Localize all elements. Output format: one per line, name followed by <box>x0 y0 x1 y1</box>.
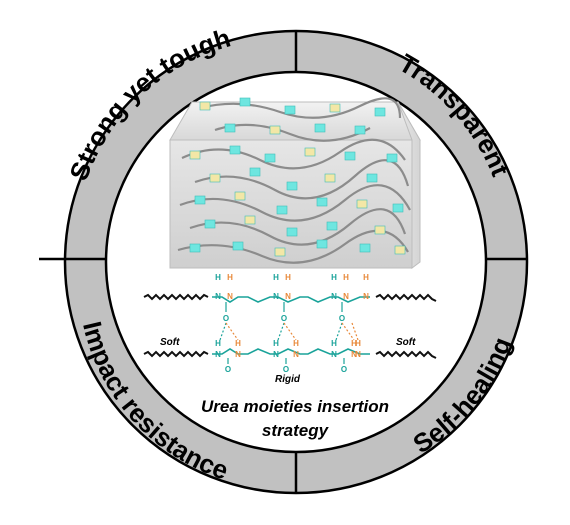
soft-chain-top-left <box>143 293 209 301</box>
urea-segment <box>204 219 216 229</box>
urea-segment <box>314 123 326 133</box>
urea-segment <box>374 225 386 235</box>
urea-segment <box>359 243 371 253</box>
atom-h: H <box>285 273 291 282</box>
atom-n: N <box>351 350 357 359</box>
hydrogen-bond <box>277 322 285 341</box>
urea-segment <box>229 145 241 155</box>
atom-h: H <box>215 339 221 348</box>
urea-segment <box>286 181 298 191</box>
urea-segment <box>199 101 211 111</box>
soft-chain-top-right <box>375 293 437 302</box>
urea-segment <box>224 123 236 133</box>
rigid-chain-bottom <box>212 348 370 355</box>
urea-segment <box>394 245 406 255</box>
urea-segment <box>326 221 338 231</box>
atom-o: O <box>225 365 231 374</box>
atom-h: H <box>331 273 337 282</box>
atom-h: H <box>273 339 279 348</box>
block-front-face <box>169 139 413 269</box>
atom-o: O <box>283 365 289 374</box>
atom-h: H <box>351 339 357 348</box>
atom-n: N <box>273 292 279 301</box>
atom-h: H <box>215 273 221 282</box>
hydrogen-bond <box>335 322 343 341</box>
atom-h: H <box>293 339 299 348</box>
urea-segment <box>324 173 336 183</box>
atom-o: O <box>341 365 347 374</box>
atom-n: N <box>293 350 299 359</box>
atom-n: N <box>363 292 369 301</box>
hydrogen-bond <box>351 322 359 341</box>
block-side-face <box>397 101 421 269</box>
atom-n: N <box>227 292 233 301</box>
urea-segment <box>344 151 356 161</box>
urea-segment <box>189 150 201 160</box>
urea-segment <box>304 147 316 157</box>
atom-n: N <box>331 292 337 301</box>
atom-o: O <box>223 314 229 323</box>
atom-h: H <box>227 273 233 282</box>
atom-n: N <box>355 350 361 359</box>
soft-chain-bottom-right <box>375 350 437 359</box>
caption-line-1: Urea moieties insertion <box>201 397 389 416</box>
urea-segment <box>194 195 206 205</box>
atom-n: N <box>215 292 221 301</box>
atom-h: H <box>363 273 369 282</box>
hydrogen-bond <box>283 322 297 341</box>
urea-segment <box>284 105 296 115</box>
atom-o: O <box>339 314 345 323</box>
urea-segment <box>274 247 286 257</box>
hydrogen-bond <box>225 322 239 341</box>
label-rigid: Rigid <box>275 374 301 385</box>
hydrogen-bond <box>219 322 227 341</box>
urea-segment <box>329 103 341 113</box>
atom-h: H <box>331 339 337 348</box>
urea-segment <box>234 191 246 201</box>
atom-h: H <box>355 339 361 348</box>
urea-segment <box>316 197 328 207</box>
urea-segment <box>209 173 221 183</box>
urea-segment <box>356 199 368 209</box>
atom-n: N <box>285 292 291 301</box>
urea-segment <box>244 215 256 225</box>
atom-n: N <box>343 292 349 301</box>
urea-segment <box>232 241 244 251</box>
urea-segment <box>269 125 281 135</box>
label-soft-left: Soft <box>160 337 180 348</box>
rigid-chain-top <box>212 296 370 303</box>
urea-segment <box>189 243 201 253</box>
atom-h: H <box>343 273 349 282</box>
atom-h: H <box>235 339 241 348</box>
urea-segment <box>276 205 288 215</box>
urea-segments <box>189 97 406 257</box>
urea-segment <box>374 107 386 117</box>
urea-segment <box>386 153 398 163</box>
atom-n: N <box>235 350 241 359</box>
urea-segment <box>264 153 276 163</box>
hydrogen-bond <box>341 322 355 341</box>
caption-line-2: strategy <box>262 421 330 440</box>
soft-chain-bottom-left <box>143 350 209 358</box>
label-soft-right: Soft <box>396 337 416 348</box>
atom-o: O <box>281 314 287 323</box>
urea-segment <box>249 167 261 177</box>
atom-n: N <box>273 350 279 359</box>
urea-segment <box>239 97 251 107</box>
urea-segment <box>316 239 328 249</box>
urea-segment <box>392 203 404 213</box>
urea-segment <box>366 173 378 183</box>
atom-n: N <box>215 350 221 359</box>
atom-n: N <box>331 350 337 359</box>
urea-segment <box>354 125 366 135</box>
atom-h: H <box>273 273 279 282</box>
polymer-block <box>169 97 421 269</box>
urea-segment <box>286 227 298 237</box>
